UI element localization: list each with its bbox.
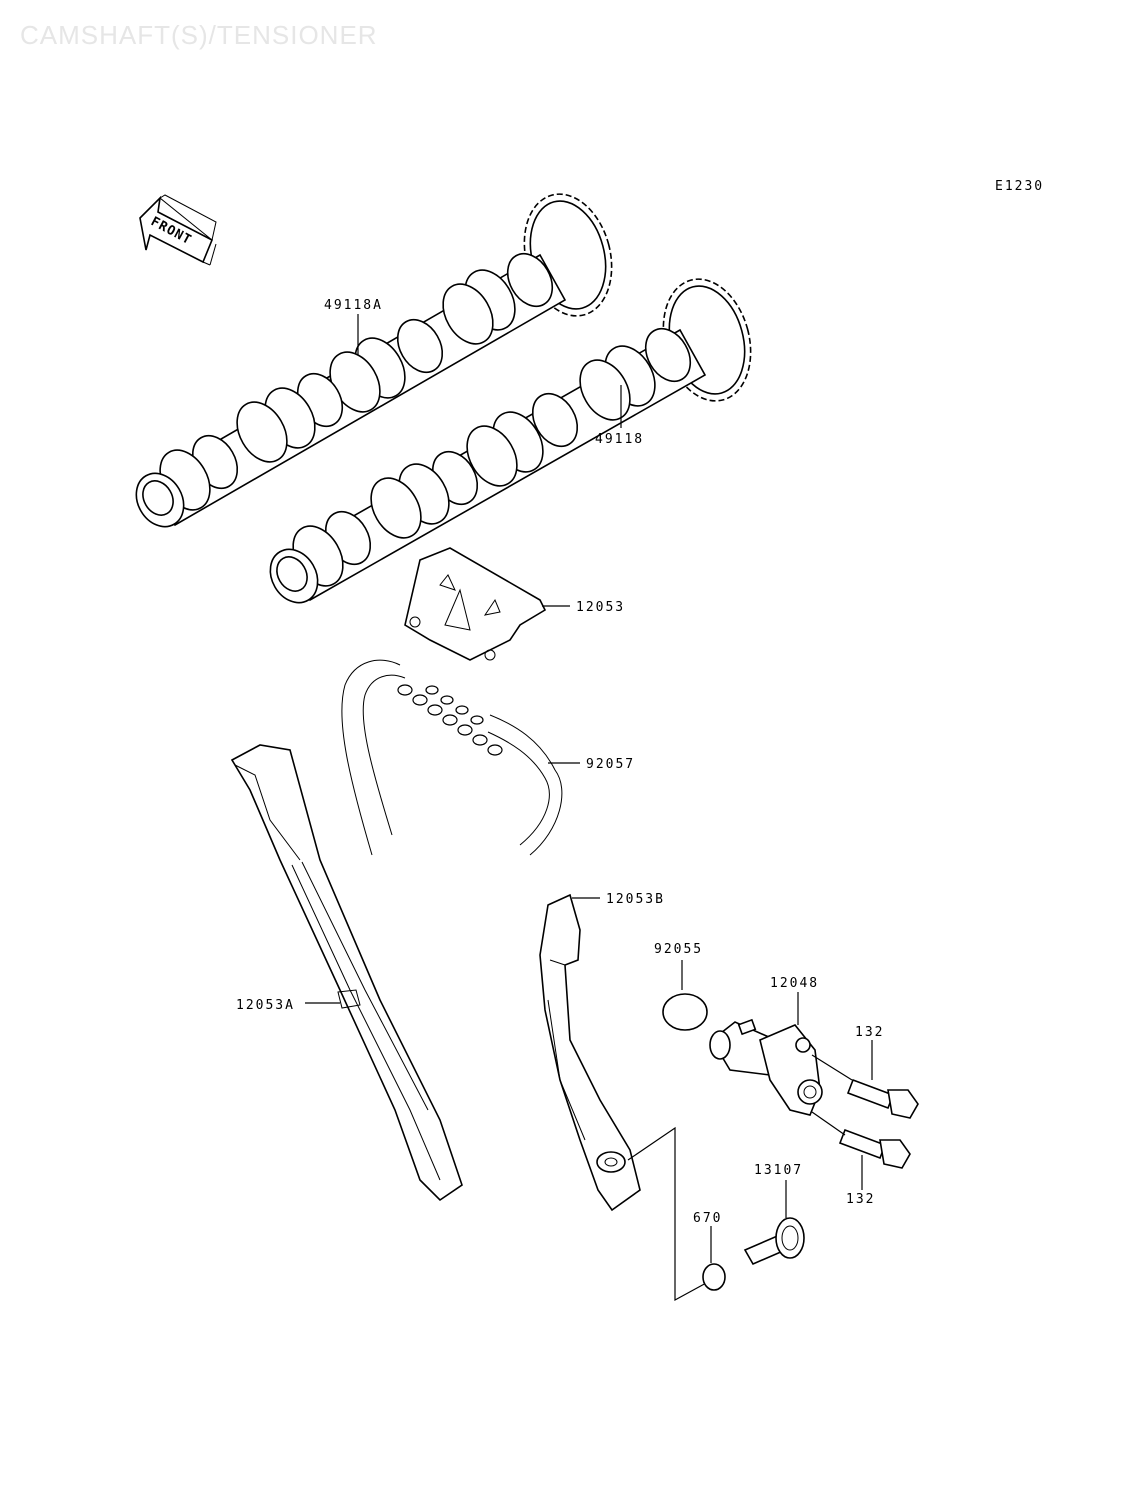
front-chain-guide xyxy=(230,744,463,1202)
page-watermark: CAMSHAFT(S)/TENSIONER xyxy=(20,20,378,50)
callout-cam-chain: 92057 xyxy=(586,757,635,772)
tensioner-guide xyxy=(539,893,641,1212)
bolt-upper xyxy=(846,1078,919,1119)
callout-tensioner-oring: 92055 xyxy=(654,942,703,957)
pivot-oring xyxy=(702,1263,726,1291)
callout-pivot-oring: 670 xyxy=(693,1211,722,1226)
callout-chain-tensioner: 12048 xyxy=(770,976,819,991)
cam-chain xyxy=(341,659,563,856)
chain-tensioner xyxy=(709,1018,823,1116)
pivot-bolt xyxy=(743,1217,805,1266)
callout-exhaust-camshaft: 49118 xyxy=(595,432,644,447)
leader-bolt-lower-to-tensioner xyxy=(811,1111,846,1136)
callout-intake-camshaft: 49118A xyxy=(324,298,383,313)
tensioner-oring xyxy=(662,993,708,1031)
callout-front-chain-guide: 12053A xyxy=(236,998,295,1013)
bolt-lower xyxy=(838,1128,911,1169)
callout-bolt-upper: 132 xyxy=(855,1025,884,1040)
callout-pivot-bolt: 13107 xyxy=(754,1163,803,1178)
callout-upper-chain-guide: 12053 xyxy=(576,600,625,615)
upper-chain-guide xyxy=(404,547,547,661)
diagram-code: E1230 xyxy=(995,179,1044,194)
intake-camshaft xyxy=(135,193,613,528)
exhaust-camshaft xyxy=(269,278,752,604)
leader-bolt-upper-to-tensioner xyxy=(811,1054,853,1081)
callout-tensioner-guide: 12053B xyxy=(606,892,665,907)
callout-bolt-lower: 132 xyxy=(846,1192,875,1207)
pivot-bracket-lines xyxy=(627,1126,709,1302)
front-arrow-icon: FRONT xyxy=(139,194,217,266)
